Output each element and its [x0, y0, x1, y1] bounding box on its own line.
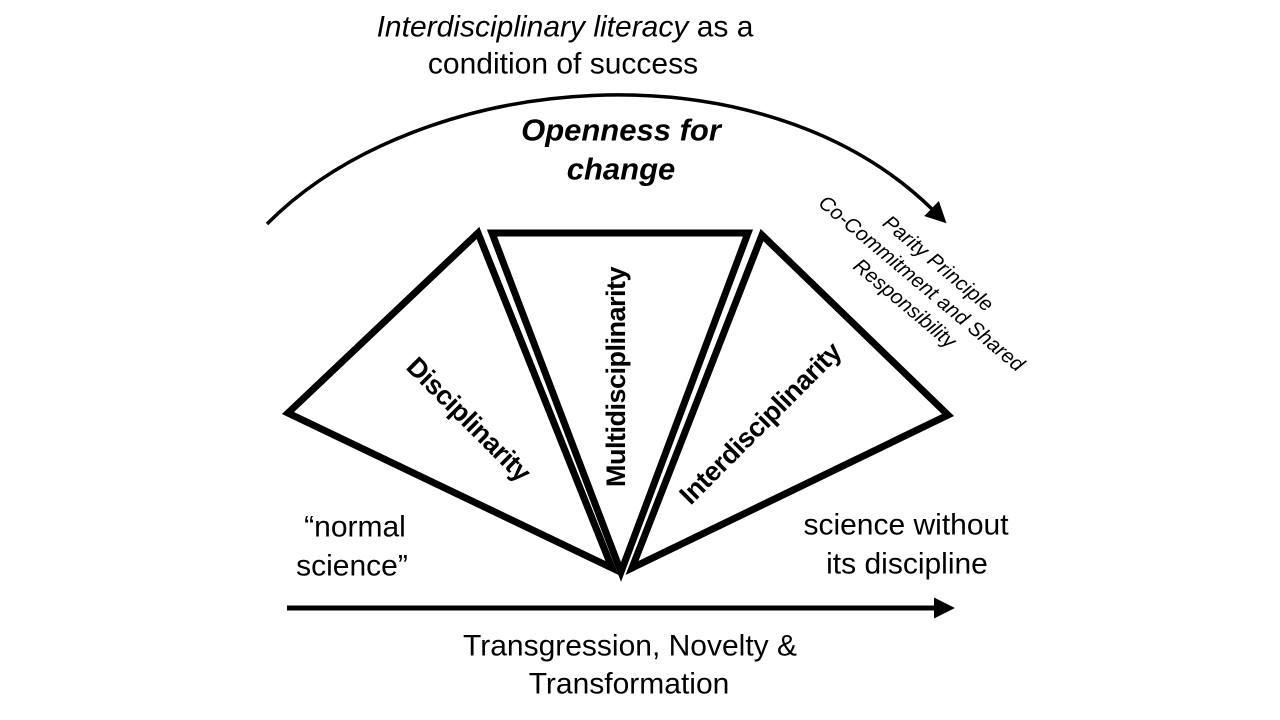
interdisciplinarity-triangle [625, 228, 955, 576]
diagram-title-line1: Interdisciplinary literacy as a [377, 9, 754, 44]
title-suffix: as a [688, 10, 754, 44]
diagram-title-line2: condition of success [427, 47, 699, 81]
title-emphasis: Interdisciplinary literacy [376, 10, 689, 44]
axis-label-line1: Transgression, Novelty & [462, 629, 798, 663]
right-caption-line2: its discipline [826, 547, 988, 581]
left-caption-line1: “normal [304, 510, 406, 544]
disciplinarity-triangle [281, 226, 619, 576]
right-caption-line1: science without [803, 508, 1009, 542]
axis-label-line2: Transformation [528, 667, 730, 701]
openness-label-line2: change [566, 151, 676, 187]
multidisciplinarity-triangle [486, 229, 754, 582]
left-caption-line2: science” [296, 549, 408, 583]
openness-arc-arrow [265, 93, 947, 226]
openness-label-line1: Openness for [521, 112, 721, 148]
multidisciplinarity-label: Multidisciplinarity [601, 266, 632, 488]
